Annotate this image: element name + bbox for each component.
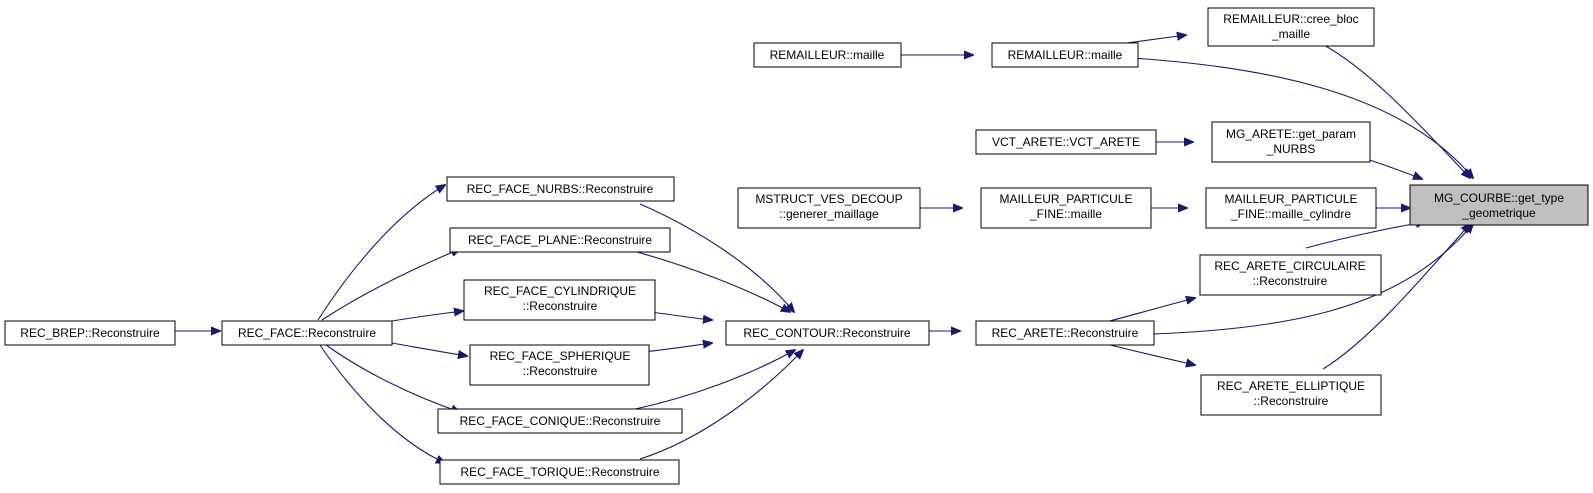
node-rec-contour-label: REC_CONTOUR::Reconstruire bbox=[743, 326, 910, 340]
edge-conique-to-contour bbox=[625, 350, 795, 412]
node-mstruct-ves[interactable]: MSTRUCT_VES_DECOUP ::generer_maillage bbox=[737, 187, 921, 229]
node-mg-arete-get-param-line2: _NURBS bbox=[1266, 142, 1316, 156]
edge-rec-face-to-torique bbox=[317, 341, 445, 463]
edge-plane-to-contour bbox=[625, 248, 790, 312]
edge-rec-arete-ellip-to-mg-courbe bbox=[1322, 224, 1470, 370]
node-mstruct-ves-line2: ::generer_maillage bbox=[779, 207, 879, 221]
node-rec-arete-label: REC_ARETE::Reconstruire bbox=[992, 326, 1139, 340]
node-mg-courbe-line2: _geometrique bbox=[1461, 206, 1536, 220]
node-rec-arete-ellip-line2: ::Reconstruire bbox=[1254, 394, 1329, 408]
edge-rec-face-to-nurbs bbox=[317, 185, 445, 321]
node-remailleur-maille-a[interactable]: REMAILLEUR::maille bbox=[753, 42, 902, 68]
node-rec-brep-label: REC_BREP::Reconstruire bbox=[20, 326, 160, 340]
node-mg-courbe[interactable]: MG_COURBE::get_type _geometrique bbox=[1409, 184, 1589, 226]
edge-remailleur-cree-bloc-to-mg-courbe bbox=[1321, 43, 1470, 178]
node-mailleur-particule-maille-line1: MAILLEUR_PARTICULE bbox=[1000, 192, 1133, 206]
node-mailleur-particule-maille[interactable]: MAILLEUR_PARTICULE _FINE::maille bbox=[980, 187, 1152, 229]
node-mg-arete-get-param[interactable]: MG_ARETE::get_param _NURBS bbox=[1211, 121, 1371, 163]
node-rec-face-spher[interactable]: REC_FACE_SPHERIQUE ::Reconstruire bbox=[469, 344, 650, 386]
node-rec-face-plane[interactable]: REC_FACE_PLANE::Reconstruire bbox=[449, 227, 671, 253]
node-rec-face-nurbs[interactable]: REC_FACE_NURBS::Reconstruire bbox=[446, 176, 675, 202]
node-remailleur-cree-bloc-line1: REMAILLEUR::cree_bloc bbox=[1223, 12, 1358, 26]
node-rec-face-torique-label: REC_FACE_TORIQUE::Reconstruire bbox=[460, 465, 659, 479]
node-rec-face-nurbs-label: REC_FACE_NURBS::Reconstruire bbox=[467, 182, 654, 196]
node-remailleur-maille-a-label: REMAILLEUR::maille bbox=[770, 48, 885, 62]
edge-rec-face-to-cyl bbox=[385, 311, 463, 323]
node-rec-face[interactable]: REC_FACE::Reconstruire bbox=[221, 320, 393, 346]
node-rec-arete-circ-line1: REC_ARETE_CIRCULAIRE bbox=[1214, 259, 1365, 273]
edge-rec-arete-to-mg-courbe bbox=[1128, 224, 1473, 336]
node-rec-arete-ellip-line1: REC_ARETE_ELLIPTIQUE bbox=[1217, 379, 1365, 393]
node-vct-arete-label: VCT_ARETE::VCT_ARETE bbox=[992, 135, 1140, 149]
node-remailleur-cree-bloc-line2: _maille bbox=[1271, 27, 1310, 41]
node-rec-face-conique[interactable]: REC_FACE_CONIQUE::Reconstruire bbox=[437, 408, 683, 434]
node-remailleur-maille-b[interactable]: REMAILLEUR::maille bbox=[991, 42, 1139, 68]
node-rec-face-cyl-line1: REC_FACE_CYLINDRIQUE bbox=[484, 284, 636, 298]
node-rec-arete[interactable]: REC_ARETE::Reconstruire bbox=[975, 320, 1155, 346]
nodes: MG_COURBE::get_type _geometrique REMAILL… bbox=[4, 7, 1589, 485]
edge-torique-to-contour bbox=[639, 350, 803, 460]
node-rec-arete-circ[interactable]: REC_ARETE_CIRCULAIRE ::Reconstruire bbox=[1199, 254, 1382, 296]
edge-rec-arete-to-circ bbox=[1097, 298, 1195, 325]
edge-nurbs-to-contour bbox=[639, 203, 794, 312]
node-mailleur-particule-cyl[interactable]: MAILLEUR_PARTICULE _FINE::maille_cylindr… bbox=[1205, 187, 1377, 229]
node-mailleur-particule-cyl-line1: MAILLEUR_PARTICULE bbox=[1225, 192, 1358, 206]
node-vct-arete[interactable]: VCT_ARETE::VCT_ARETE bbox=[975, 129, 1157, 155]
node-rec-face-cyl-line2: ::Reconstruire bbox=[523, 299, 598, 313]
node-rec-contour[interactable]: REC_CONTOUR::Reconstruire bbox=[725, 320, 930, 346]
node-mailleur-particule-cyl-line2: _FINE::maille_cylindre bbox=[1230, 207, 1351, 221]
node-mstruct-ves-line1: MSTRUCT_VES_DECOUP bbox=[755, 192, 902, 206]
node-mg-arete-get-param-line1: MG_ARETE::get_param bbox=[1226, 127, 1356, 141]
node-mailleur-particule-maille-line2: _FINE::maille bbox=[1029, 207, 1102, 221]
node-remailleur-cree-bloc[interactable]: REMAILLEUR::cree_bloc _maille bbox=[1207, 7, 1375, 47]
node-rec-face-torique[interactable]: REC_FACE_TORIQUE::Reconstruire bbox=[439, 459, 680, 485]
node-rec-face-plane-label: REC_FACE_PLANE::Reconstruire bbox=[468, 233, 652, 247]
edge-rec-face-to-plane bbox=[321, 249, 460, 321]
node-mg-courbe-line1: MG_COURBE::get_type bbox=[1434, 191, 1564, 205]
node-rec-brep[interactable]: REC_BREP::Reconstruire bbox=[4, 320, 176, 346]
node-rec-arete-circ-line2: ::Reconstruire bbox=[1253, 274, 1328, 288]
node-rec-arete-ellip[interactable]: REC_ARETE_ELLIPTIQUE ::Reconstruire bbox=[1200, 374, 1382, 416]
node-rec-face-spher-line2: ::Reconstruire bbox=[523, 364, 598, 378]
node-rec-face-spher-line1: REC_FACE_SPHERIQUE bbox=[490, 349, 631, 363]
node-rec-face-conique-label: REC_FACE_CONIQUE::Reconstruire bbox=[460, 414, 661, 428]
node-rec-face-cyl[interactable]: REC_FACE_CYLINDRIQUE ::Reconstruire bbox=[463, 279, 656, 321]
edge-rec-face-to-conique bbox=[321, 341, 460, 412]
node-remailleur-maille-b-label: REMAILLEUR::maille bbox=[1008, 48, 1123, 62]
edge-remailleur-maille-to-mg-courbe bbox=[1117, 56, 1473, 178]
node-rec-face-label: REC_FACE::Reconstruire bbox=[238, 326, 376, 340]
edge-rec-face-to-spher bbox=[385, 341, 467, 356]
